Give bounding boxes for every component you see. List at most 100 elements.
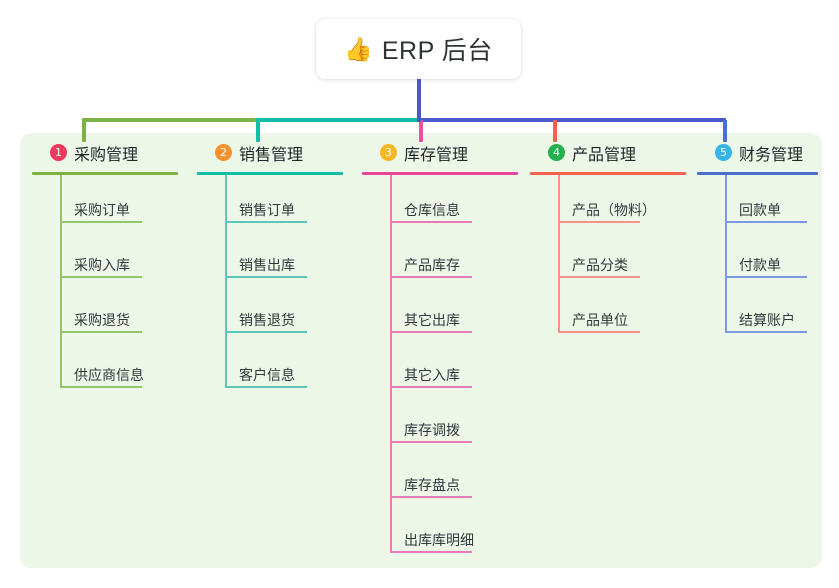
thumbs-up-icon: 👍 xyxy=(344,35,373,62)
leaf-item[interactable]: 产品（物料） xyxy=(530,175,700,230)
leaf-underline xyxy=(60,276,142,278)
leaf-item-label: 采购订单 xyxy=(74,202,130,218)
leaf-item-label: 其它入库 xyxy=(404,367,460,383)
leaf-item-label: 采购入库 xyxy=(74,257,130,273)
leaf-spine xyxy=(558,175,560,333)
leaf-item[interactable]: 结算账户 xyxy=(697,285,832,340)
branch-underline xyxy=(530,172,686,175)
branch-underline xyxy=(362,172,518,175)
leaf-item-label: 库存调拨 xyxy=(404,422,460,438)
leaf-underline xyxy=(725,331,807,333)
leaf-spine xyxy=(225,175,227,388)
leaf-item-label: 销售出库 xyxy=(239,257,295,273)
leaf-item[interactable]: 仓库信息 xyxy=(362,175,532,230)
bus-drop-3 xyxy=(419,120,423,142)
leaf-item-label: 出库库明细 xyxy=(404,532,474,548)
branch-leaf-list: 回款单付款单结算账户 xyxy=(697,175,832,340)
leaf-item[interactable]: 回款单 xyxy=(697,175,832,230)
leaf-item-label: 客户信息 xyxy=(239,367,295,383)
leaf-item-label: 库存盘点 xyxy=(404,477,460,493)
branch-underline xyxy=(697,172,818,175)
leaf-item[interactable]: 产品单位 xyxy=(530,285,700,340)
branch-column-4: 4 产品管理产品（物料） 产品分类产品单位 xyxy=(530,139,700,340)
leaf-underline xyxy=(725,276,807,278)
branch-number-badge: 2 xyxy=(215,144,232,161)
leaf-item[interactable]: 库存盘点 xyxy=(362,450,532,505)
branch-header-3[interactable]: 3 库存管理 xyxy=(362,139,532,166)
bus-drop-4 xyxy=(553,120,557,142)
branch-column-5: 5 财务管理回款单付款单结算账户 xyxy=(697,139,832,340)
content-panel xyxy=(20,133,822,568)
leaf-item[interactable]: 销售出库 xyxy=(197,230,357,285)
leaf-item[interactable]: 出库库明细 xyxy=(362,505,532,560)
leaf-item[interactable]: 付款单 xyxy=(697,230,832,285)
branch-header-5[interactable]: 5 财务管理 xyxy=(697,139,832,166)
leaf-item[interactable]: 产品分类 xyxy=(530,230,700,285)
branch-underline xyxy=(197,172,343,175)
leaf-item[interactable]: 客户信息 xyxy=(197,340,357,395)
branch-number-badge: 5 xyxy=(715,144,732,161)
leaf-spine xyxy=(60,175,62,388)
leaf-underline xyxy=(390,441,472,443)
branch-title: 销售管理 xyxy=(239,146,304,164)
leaf-spine xyxy=(390,175,392,553)
branch-title: 库存管理 xyxy=(404,146,469,164)
root-node-title: ERP 后台 xyxy=(381,37,493,65)
leaf-item-label: 采购退货 xyxy=(74,312,130,328)
leaf-underline xyxy=(390,496,472,498)
branch-column-3: 3 库存管理仓库信息产品库存其它出库其它入库库存调拨库存盘点出库库明细 xyxy=(362,139,532,560)
leaf-item-label: 回款单 xyxy=(739,202,781,218)
leaf-item-label: 产品单位 xyxy=(572,312,628,328)
leaf-item[interactable]: 供应商信息 xyxy=(32,340,192,395)
leaf-underline xyxy=(390,386,472,388)
branch-leaf-list: 仓库信息产品库存其它出库其它入库库存调拨库存盘点出库库明细 xyxy=(362,175,532,560)
branch-leaf-list: 产品（物料） 产品分类产品单位 xyxy=(530,175,700,340)
branch-underline xyxy=(32,172,178,175)
bus-drop-1 xyxy=(82,120,86,142)
branch-column-2: 2 销售管理销售订单销售出库销售退货客户信息 xyxy=(197,139,357,395)
branch-number-badge: 3 xyxy=(380,144,397,161)
leaf-item-label: 销售订单 xyxy=(239,202,295,218)
leaf-item[interactable]: 销售退货 xyxy=(197,285,357,340)
branch-title: 采购管理 xyxy=(74,146,139,164)
leaf-item[interactable]: 库存调拨 xyxy=(362,395,532,450)
branch-header-2[interactable]: 2 销售管理 xyxy=(197,139,357,166)
leaf-item[interactable]: 采购退货 xyxy=(32,285,192,340)
bus-segment-2 xyxy=(256,118,419,122)
root-node-card[interactable]: 👍 ERP 后台 xyxy=(316,19,521,79)
branch-title: 产品管理 xyxy=(572,146,637,164)
branch-leaf-list: 销售订单销售出库销售退货客户信息 xyxy=(197,175,357,395)
leaf-item-label: 产品分类 xyxy=(572,257,628,273)
leaf-underline xyxy=(225,276,307,278)
bus-segment-3 xyxy=(419,118,726,122)
branch-number-badge: 4 xyxy=(548,144,565,161)
branch-number-badge: 1 xyxy=(50,144,67,161)
leaf-underline xyxy=(390,221,472,223)
leaf-underline xyxy=(390,276,472,278)
leaf-underline xyxy=(225,331,307,333)
leaf-underline xyxy=(390,551,472,553)
leaf-item-label: 供应商信息 xyxy=(74,367,144,383)
bus-segment-1 xyxy=(82,118,256,122)
leaf-item[interactable]: 销售订单 xyxy=(197,175,357,230)
leaf-item[interactable]: 采购入库 xyxy=(32,230,192,285)
leaf-item[interactable]: 其它出库 xyxy=(362,285,532,340)
leaf-item-label: 产品（物料） xyxy=(572,202,656,218)
leaf-spine xyxy=(725,175,727,333)
leaf-item[interactable]: 产品库存 xyxy=(362,230,532,285)
leaf-item[interactable]: 其它入库 xyxy=(362,340,532,395)
root-stem-connector xyxy=(417,76,421,122)
branch-column-1: 1 采购管理采购订单采购入库采购退货供应商信息 xyxy=(32,139,192,395)
leaf-item-label: 销售退货 xyxy=(239,312,295,328)
branch-header-1[interactable]: 1 采购管理 xyxy=(32,139,192,166)
branch-title: 财务管理 xyxy=(739,146,804,164)
leaf-underline xyxy=(60,331,142,333)
leaf-underline xyxy=(558,331,640,333)
leaf-underline xyxy=(390,331,472,333)
leaf-item[interactable]: 采购订单 xyxy=(32,175,192,230)
leaf-underline xyxy=(558,221,640,223)
leaf-underline xyxy=(225,221,307,223)
bus-drop-5 xyxy=(723,120,727,142)
branch-header-4[interactable]: 4 产品管理 xyxy=(530,139,700,166)
